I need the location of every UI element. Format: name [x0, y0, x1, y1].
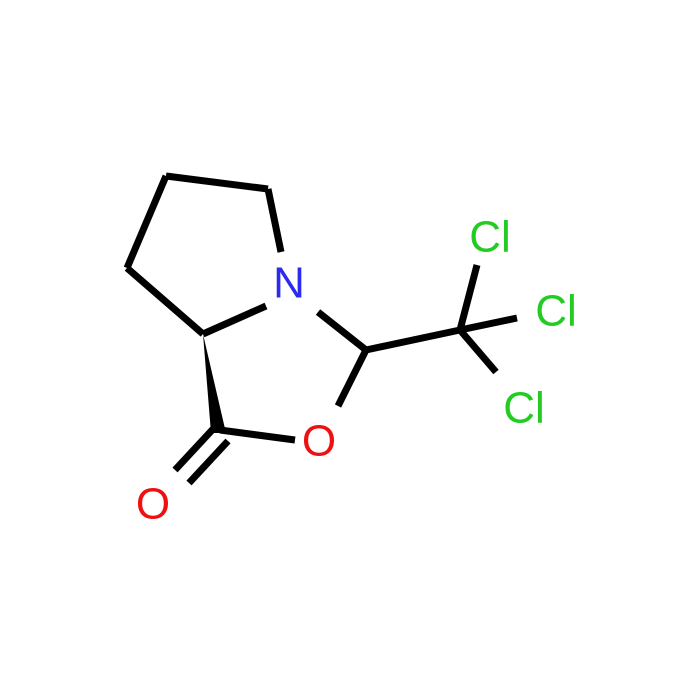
chlorine-label-1: Cl: [469, 213, 511, 262]
bond-carbonyl-1: [172, 425, 217, 473]
bond-carbonyl-2: [186, 438, 231, 486]
bond-ccl3-cl2: [459, 314, 518, 334]
nitrogen-label: N: [273, 259, 305, 308]
bond-c7a-n: [201, 302, 268, 338]
carbonyl-oxygen-label: O: [136, 480, 170, 529]
bond-o-c1: [219, 426, 296, 444]
bond-c5-c6: [165, 172, 269, 193]
chlorine-label-2: Cl: [535, 287, 577, 336]
bond-c3-o: [334, 348, 370, 408]
wedge-bond-c7a-c1: [203, 334, 226, 433]
bond-c5-c4: [123, 174, 170, 270]
chlorine-label-3: Cl: [503, 384, 545, 433]
bond-c3-ccl3: [365, 326, 461, 354]
bond-ccl3-cl1: [456, 264, 481, 331]
bond-c6-n: [264, 188, 285, 253]
ring-oxygen-label: O: [302, 417, 336, 466]
bond-ccl3-cl3: [457, 327, 499, 375]
bond-c4-c7a: [124, 265, 206, 337]
bond-n-c3: [315, 309, 369, 353]
